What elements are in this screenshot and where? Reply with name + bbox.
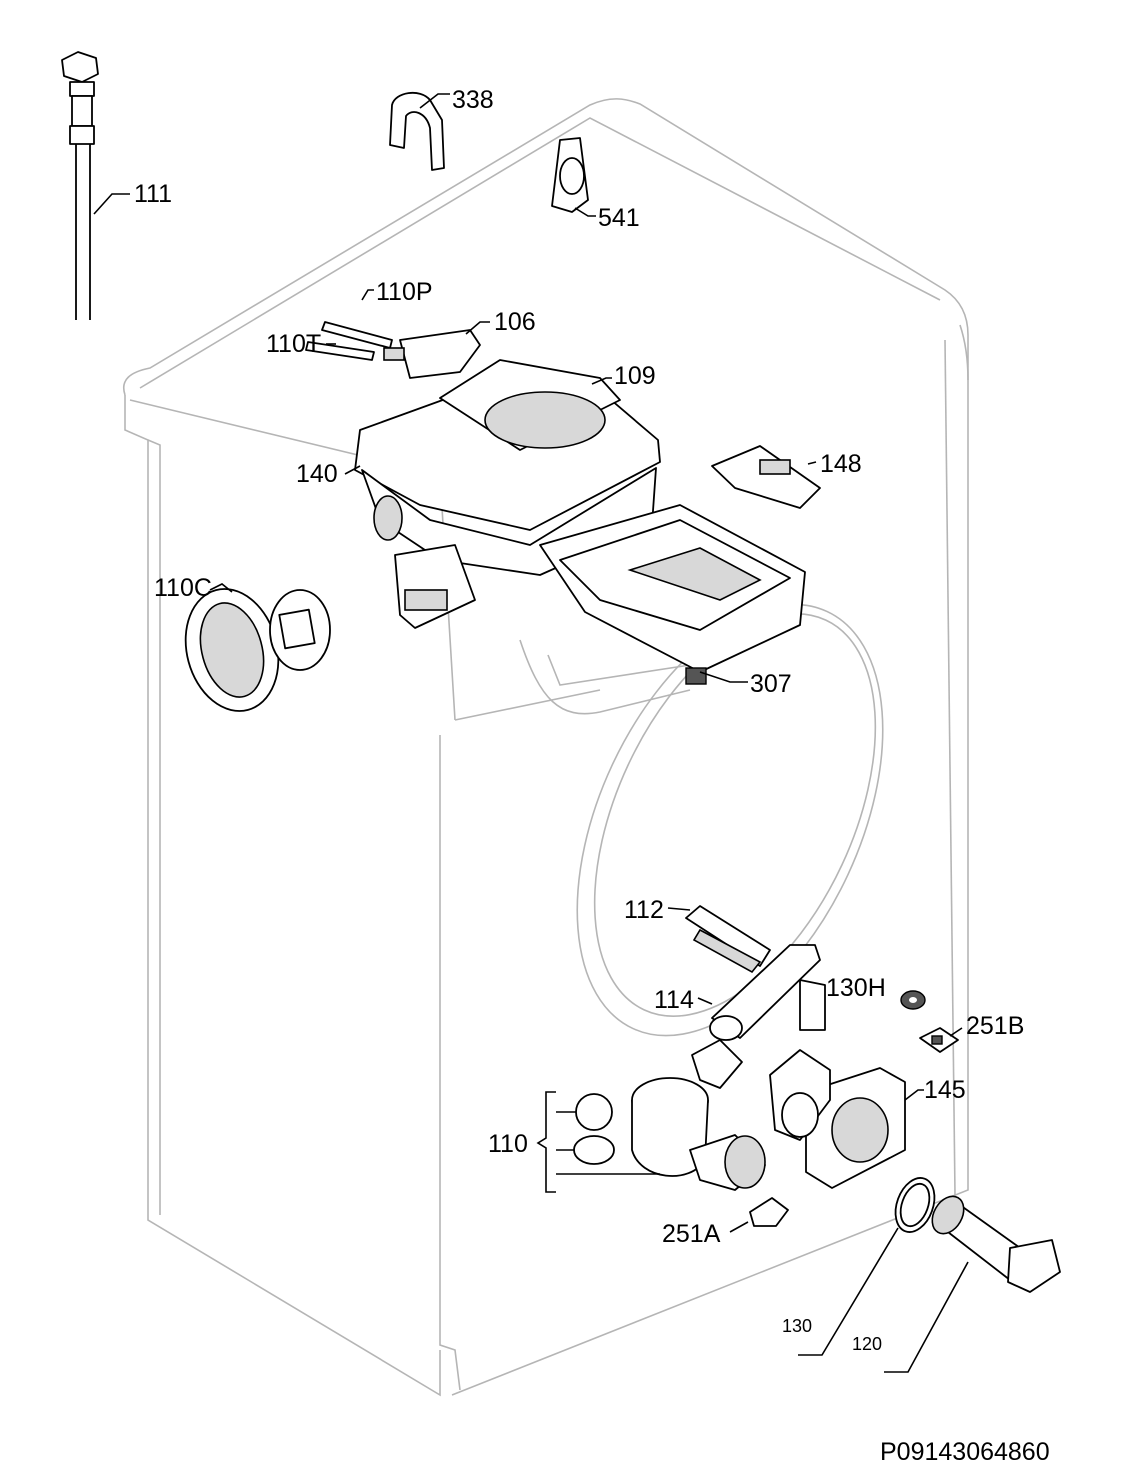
label-109: 109: [614, 362, 656, 390]
part-111-inlet-hose: [61, 51, 130, 320]
part-110-sump-assembly: [536, 1039, 766, 1193]
label-106: 106: [494, 308, 536, 336]
label-130: 130: [782, 1316, 812, 1336]
part-106-valve: [383, 321, 490, 379]
label-251b: 251B: [966, 1012, 1024, 1040]
part-148-cover: [711, 445, 821, 509]
part-145-pump-housing: [769, 1049, 924, 1189]
part-251a-clip: [729, 1197, 789, 1233]
part-338-clip: [389, 91, 450, 171]
cabinet-outline: [123, 98, 969, 1397]
label-114: 114: [654, 986, 694, 1014]
document-id: P09143064860: [880, 1438, 1050, 1466]
part-130-seal-ring: [798, 1177, 936, 1356]
label-110: 110: [488, 1130, 528, 1158]
part-112-hose: [667, 905, 771, 974]
label-307: 307: [750, 670, 792, 698]
part-120-filter: [884, 1195, 1061, 1373]
label-148: 148: [820, 450, 862, 478]
part-541-hook: [551, 137, 596, 217]
label-251a: 251A: [662, 1220, 721, 1248]
label-110p: 110P: [376, 278, 433, 306]
label-140: 140: [296, 460, 338, 488]
label-130h: 130H: [826, 974, 886, 1002]
label-120: 120: [852, 1334, 882, 1354]
part-110c-bellows: [184, 583, 331, 712]
label-112: 112: [624, 896, 664, 924]
part-251b-clip: [919, 1027, 963, 1053]
part-130h-grommet: [900, 990, 926, 1010]
door-ring: [576, 603, 884, 1037]
label-145: 145: [924, 1076, 966, 1104]
part-114-pipe: [697, 944, 826, 1041]
label-111: 111: [134, 180, 172, 208]
label-338: 338: [452, 86, 494, 114]
part-307-detergent-drawer: [539, 504, 806, 685]
label-110c: 110C: [154, 574, 212, 602]
label-541: 541: [598, 204, 640, 232]
part-109-140-dispenser-housing: [344, 359, 661, 629]
label-110t: 110T: [266, 330, 321, 358]
